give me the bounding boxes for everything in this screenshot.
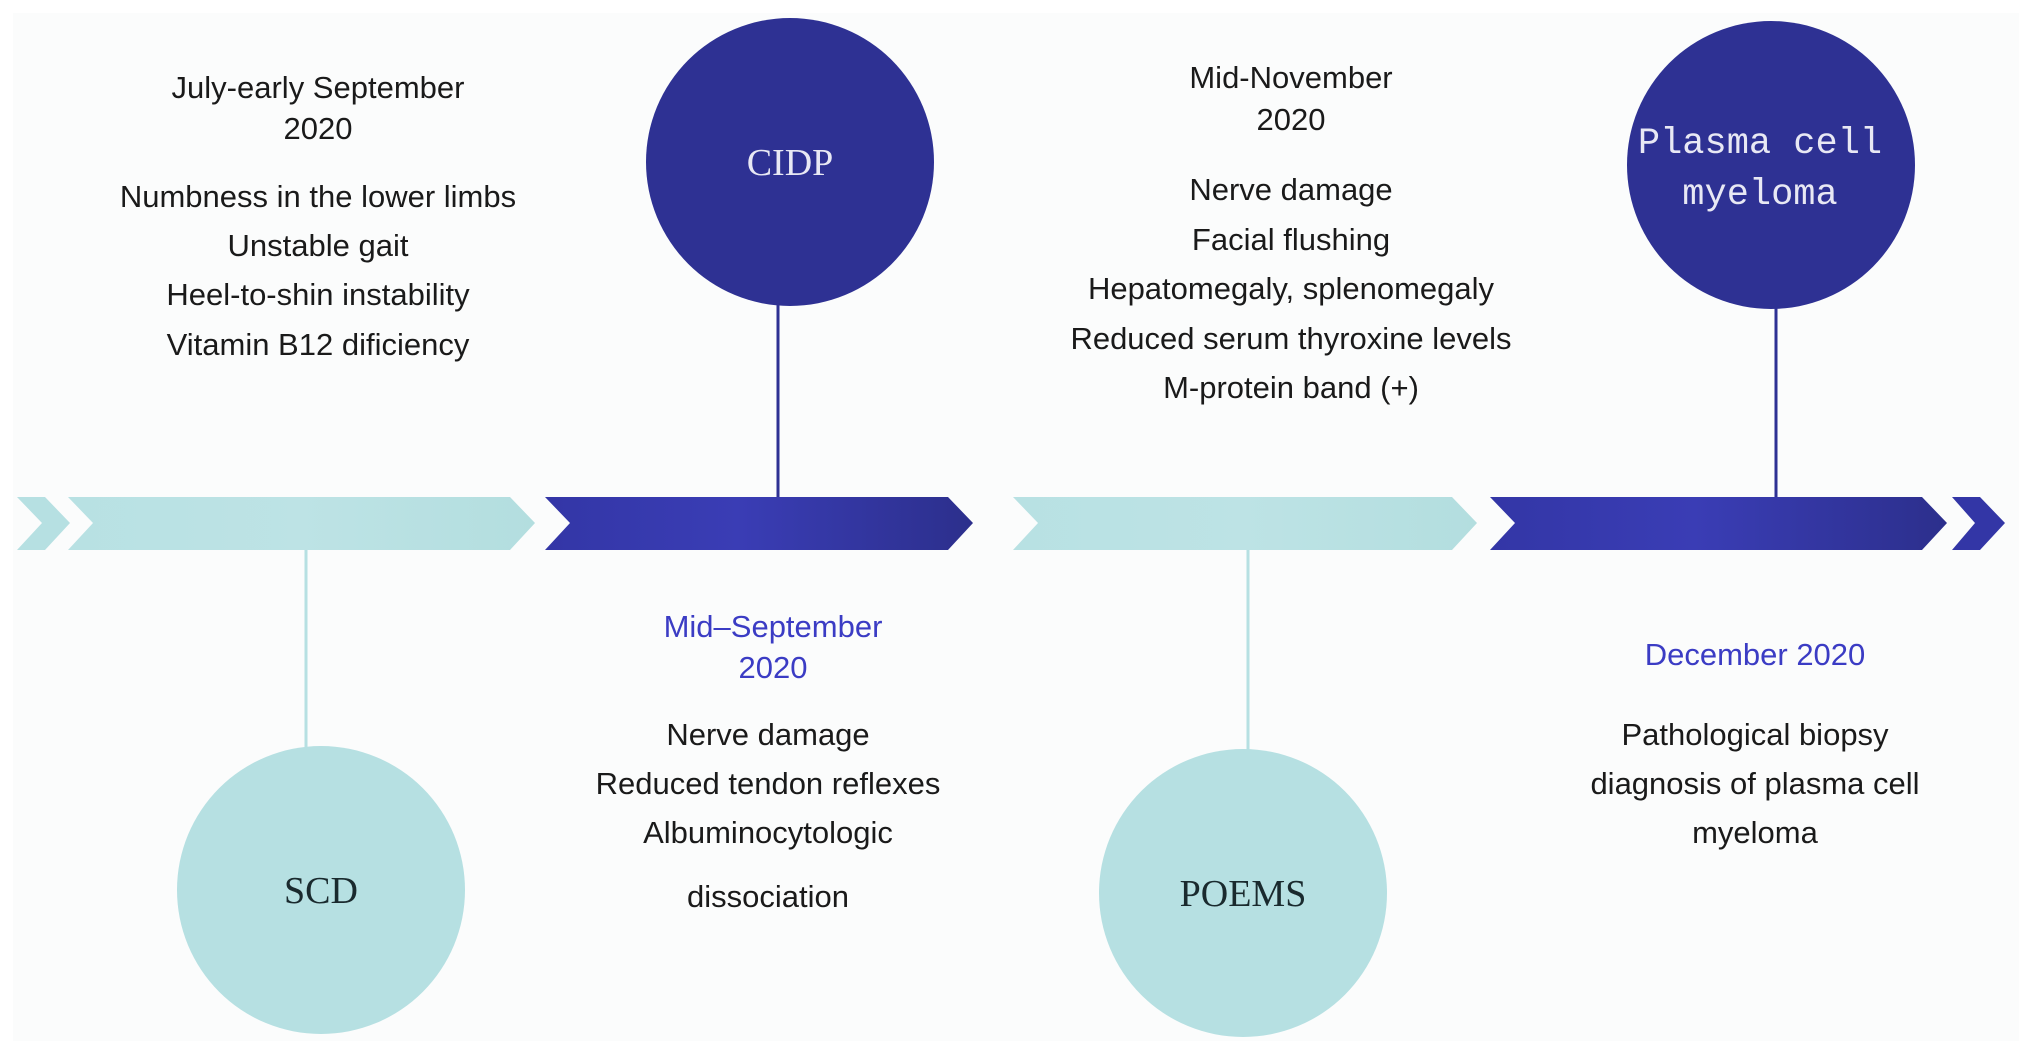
stage-date-line: 2020 bbox=[284, 111, 353, 146]
stage-detail: Reduced serum thyroxine levels bbox=[1070, 321, 1511, 356]
stage-detail: Facial flushing bbox=[1192, 222, 1390, 257]
stage-date-line: 2020 bbox=[1257, 102, 1326, 137]
stage-detail: Nerve damage bbox=[666, 717, 869, 752]
end-chevron bbox=[1952, 497, 2005, 550]
circle-label-poems: POEMS bbox=[1180, 873, 1307, 915]
stage-circle-plasma-cell-myeloma: Plasma cell myeloma bbox=[1627, 21, 1915, 309]
stage-detail: Numbness in the lower limbs bbox=[120, 179, 516, 214]
band-segment-scd bbox=[68, 497, 535, 550]
start-chevron bbox=[17, 497, 70, 550]
stage-text-plasma-cell-myeloma: December 2020 Pathological biopsy diagno… bbox=[1590, 637, 1919, 850]
stage-detail: Albuminocytologic bbox=[643, 815, 893, 850]
stage-date-line: Mid-November bbox=[1189, 60, 1392, 95]
stage-date-line: 2020 bbox=[739, 650, 808, 685]
stage-circle-scd: SCD bbox=[177, 746, 465, 1034]
stage-date-line: December 2020 bbox=[1645, 637, 1866, 672]
band-segment-cidp bbox=[545, 497, 973, 550]
stage-detail: Pathological biopsy bbox=[1621, 717, 1889, 752]
stage-date-line: Mid–September bbox=[664, 609, 883, 644]
band-segment-plasma-cell-myeloma bbox=[1490, 497, 1947, 550]
stage-circle-cidp: CIDP bbox=[646, 18, 934, 306]
stage-text-poems: Mid-November 2020 Nerve damage Facial fl… bbox=[1070, 60, 1511, 405]
circle-label-scd: SCD bbox=[284, 870, 358, 912]
circle-label-line-2: myeloma bbox=[1682, 174, 1837, 216]
stage-circle-poems: POEMS bbox=[1099, 749, 1387, 1037]
stage-text-cidp: Mid–September 2020 Nerve damage Reduced … bbox=[596, 609, 941, 914]
circle-label-cidp: CIDP bbox=[747, 142, 834, 184]
timeline-band bbox=[17, 497, 2005, 550]
stage-detail: myeloma bbox=[1692, 815, 1819, 850]
stage-date-line: July-early September bbox=[172, 70, 465, 105]
stage-detail: Vitamin B12 dificiency bbox=[167, 327, 470, 362]
stage-detail: Hepatomegaly, splenomegaly bbox=[1088, 271, 1495, 306]
stage-detail: Heel-to-shin instability bbox=[166, 277, 470, 312]
circle-label-line-1: Plasma cell bbox=[1638, 123, 1882, 165]
band-segment-poems bbox=[1013, 497, 1477, 550]
stage-detail: dissociation bbox=[687, 879, 849, 914]
stage-detail: Nerve damage bbox=[1189, 172, 1392, 207]
stage-detail: Unstable gait bbox=[228, 228, 409, 263]
stage-text-scd: July-early September 2020 Numbness in th… bbox=[120, 70, 516, 362]
stage-detail: Reduced tendon reflexes bbox=[596, 766, 941, 801]
stage-detail: diagnosis of plasma cell bbox=[1590, 766, 1919, 801]
stage-detail: M-protein band (+) bbox=[1163, 370, 1419, 405]
